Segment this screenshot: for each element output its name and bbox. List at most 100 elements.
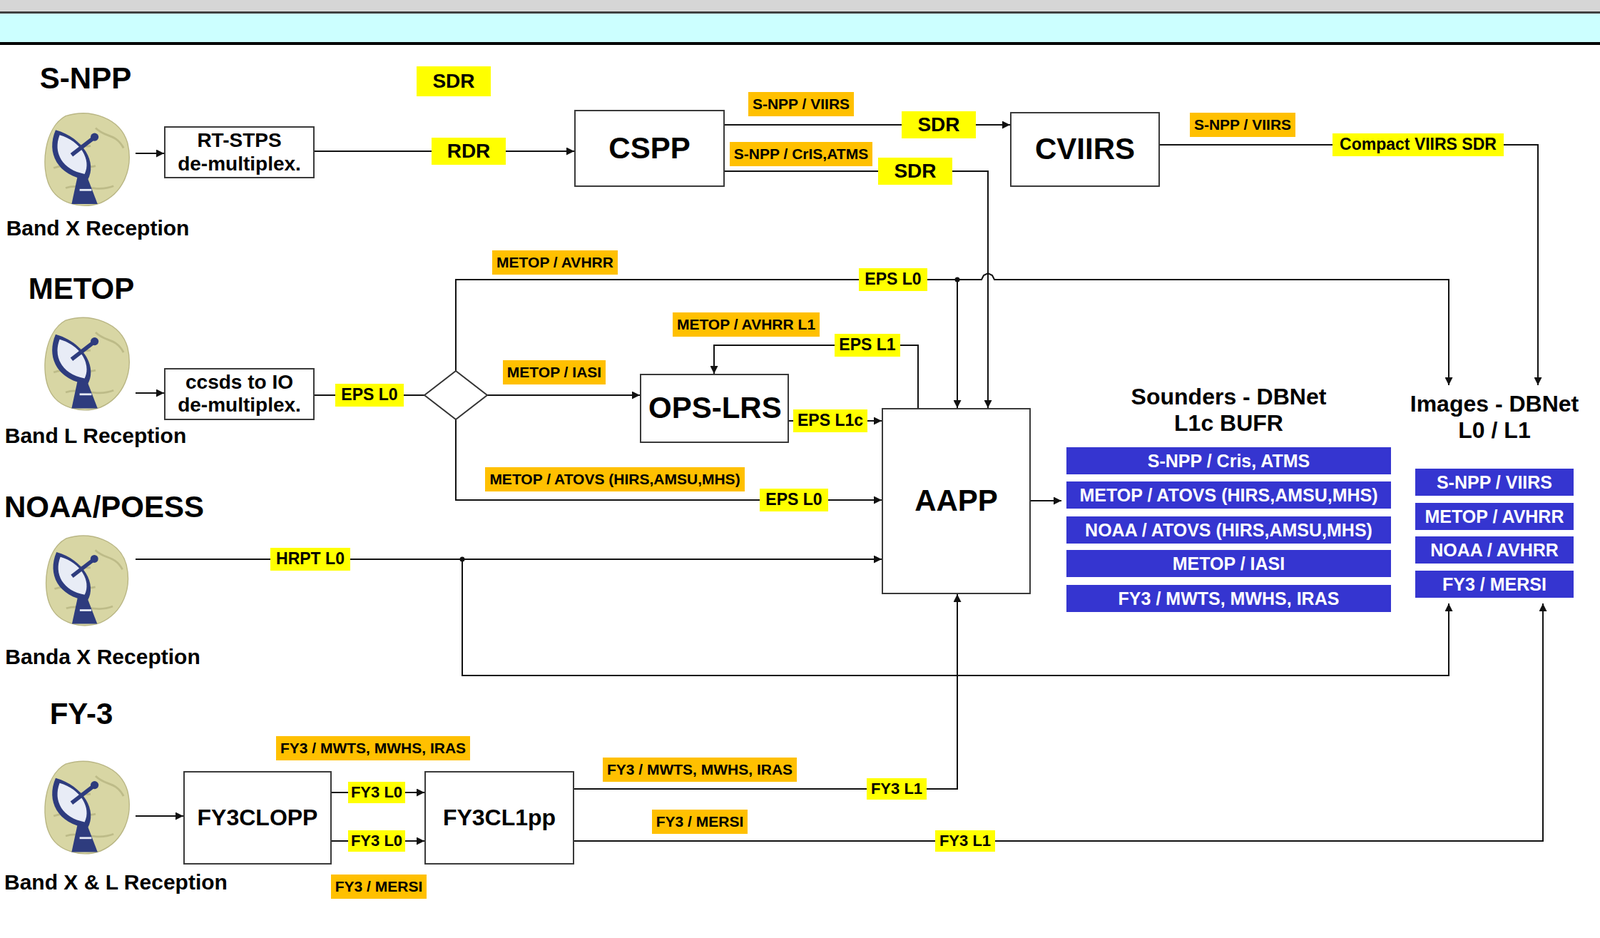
product-label: NOAA / ATOVS (HIRS,AMSU,MHS) [1084, 520, 1373, 541]
process-box: ccsds to IO de-multiplex. [164, 368, 315, 421]
word: RT-STPS [196, 129, 282, 152]
word: EPS [340, 385, 374, 404]
instrument-tag: FY3 / MERSI [651, 809, 749, 834]
flow-label: FY3 L0 [348, 830, 406, 852]
word: Sounders [1131, 383, 1237, 410]
word: & [84, 870, 100, 894]
word: BUFR [1219, 410, 1284, 436]
word: VIIRS [810, 95, 850, 112]
reception-station: S-NPPBand X Reception [35, 105, 136, 211]
word: Banda [4, 644, 71, 669]
word: / [687, 813, 692, 830]
flow-label: HRPT L0 [270, 547, 351, 571]
box-label: FY3CLOPP [197, 804, 319, 832]
word: Reception [85, 216, 190, 240]
word: RDR [447, 139, 491, 162]
instrument-tag: FY3 / MWTS, MWHS, IRAS [602, 757, 797, 782]
product-box: NOAA / ATOVS (HIRS,AMSU,MHS) [1066, 516, 1391, 544]
word: L1c [834, 410, 864, 430]
junction-dot [955, 277, 961, 283]
word: Compact [1339, 134, 1410, 154]
split-diamond [424, 370, 488, 420]
word: METOP [507, 363, 560, 381]
data-flow-arrow [574, 603, 1543, 842]
junction-dot [460, 557, 466, 563]
word: METOP [496, 253, 550, 271]
reception-station: FY-3Band X & L Reception [35, 754, 136, 858]
reception-band: Band X & L Reception [4, 870, 228, 896]
word: L [64, 423, 78, 448]
product-group: Images - DBNet L0 / L1S-NPP / VIIRSMETOP… [1415, 385, 1574, 604]
word: METOP [1425, 506, 1489, 527]
data-flow-arrow [574, 594, 958, 789]
word: / [1147, 485, 1153, 506]
word: L1 [903, 779, 923, 798]
word: FY3CLOPP [197, 804, 319, 831]
word: NOAA [1084, 520, 1138, 540]
word: NOAA/POESS [4, 490, 205, 524]
box-label: OPS-LRS [648, 390, 781, 426]
instrument-tag: FY3 / MWTS, MWHS, IRAS [276, 736, 471, 760]
reception-band: Banda X Reception [4, 644, 200, 670]
word: CSPP [608, 131, 690, 165]
word: FY3 [1118, 588, 1152, 609]
word: de-multiplex. [177, 152, 302, 175]
word: FY3 [350, 831, 380, 850]
dish-icon [44, 761, 130, 854]
box-label: CSPP [608, 131, 690, 166]
word: MERSI [696, 813, 745, 830]
instrument-tag: SDR [416, 66, 491, 97]
product-label: NOAA / AVHRR [1430, 539, 1559, 561]
word: FY3CL1pp [442, 804, 556, 831]
word: IRAS [1296, 588, 1340, 609]
word: ATOVS [1156, 485, 1217, 506]
word: FY3 [1442, 574, 1476, 595]
data-flow-arrow [314, 395, 882, 501]
word: MERSI [1490, 574, 1547, 595]
word: SDR [917, 113, 960, 136]
word: EPS [838, 335, 872, 354]
instrument-tag: S-NPP / VIIRS [748, 92, 854, 116]
dish-icon [44, 317, 130, 410]
word: L0 [902, 269, 922, 289]
box-label: RT-STPS de-multiplex. [172, 129, 307, 175]
word: MWTS, [1165, 588, 1225, 609]
product-box: S-NPP / VIIRS [1415, 468, 1574, 496]
word: - [1242, 383, 1251, 410]
word: FY3 [280, 739, 309, 757]
product-box: METOP / IASI [1066, 549, 1391, 578]
word: Reception [82, 423, 187, 448]
word: SDR [893, 159, 936, 182]
word: de-multiplex. [177, 393, 302, 416]
word: VIIRS [1251, 116, 1292, 133]
word: / [1240, 553, 1246, 574]
process-box: CSPP [574, 109, 725, 187]
process-box: CVIIRS [1010, 111, 1160, 187]
word: Band [4, 870, 58, 894]
word: MWHS, [1230, 588, 1292, 609]
word: / [564, 363, 569, 381]
word: FY3 [350, 783, 380, 802]
word: / [1480, 574, 1486, 595]
word: L [105, 870, 119, 894]
flow-label: FY3 L1 [935, 830, 996, 852]
word: IASI [572, 363, 602, 381]
word: IRAS [756, 761, 793, 778]
word: / [311, 739, 317, 757]
word: Reception [97, 644, 201, 669]
word: EPS [765, 490, 799, 509]
word: AVHRR [1501, 506, 1564, 527]
data-flow-arrow [135, 815, 184, 817]
word: ATOVS [554, 470, 605, 488]
word: L0 [325, 549, 345, 568]
word: L0 [383, 831, 403, 850]
instrument-tag: S-NPP / CrIS,ATMS [729, 141, 873, 166]
reception-band: Band L Reception [4, 423, 187, 449]
product-box: METOP / AVHRR [1415, 502, 1574, 531]
word: VIIRS [1414, 134, 1458, 154]
word: - [1495, 390, 1503, 417]
flow-label: EPS L0 [858, 268, 927, 292]
word: / [1244, 116, 1249, 133]
